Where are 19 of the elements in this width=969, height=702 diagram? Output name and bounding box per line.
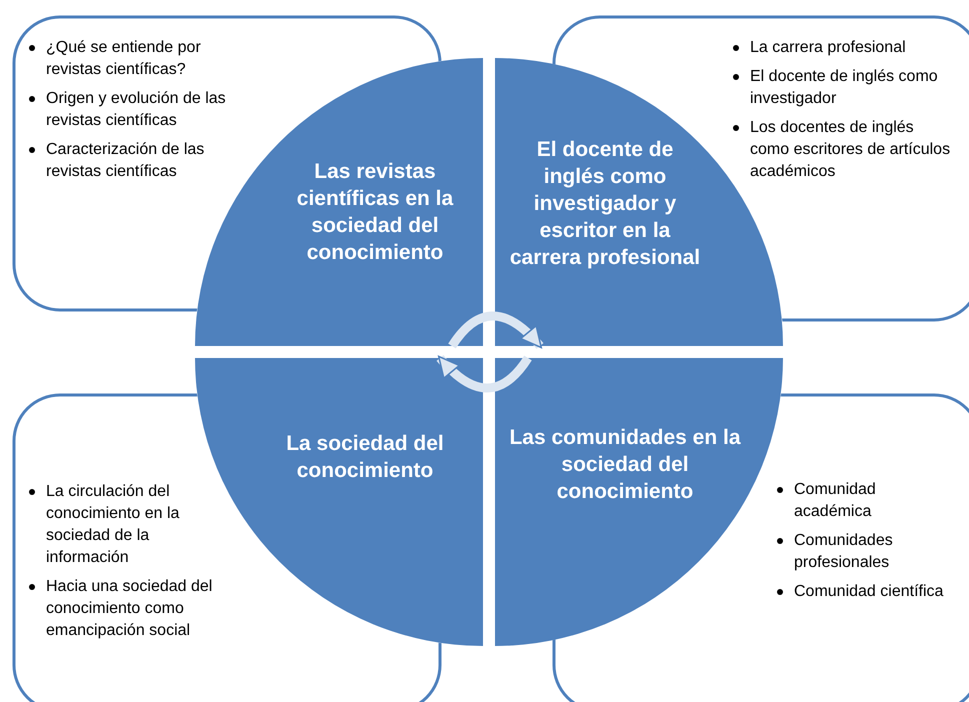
bullet-item: La circulación del conocimiento en la sociedad de la información <box>46 483 180 566</box>
bullet-item: Caracterización de las revistas científicas <box>46 141 204 180</box>
bullet-item: La carrera profesional <box>750 39 906 56</box>
quadrant-title: La sociedad del conocimiento <box>285 431 445 484</box>
topic-card <box>552 393 969 702</box>
bullet-item: Los docentes de inglés como escritores de artículos académicos <box>750 119 950 180</box>
bullet-item: El docente de inglés como investigador <box>750 68 938 107</box>
quadrant-title: Las revistas científicas en la sociedad del conocimiento <box>296 159 454 266</box>
cycle-arrow <box>448 312 544 350</box>
bullet-item: Hacia una sociedad del conocimiento como emancipación social <box>46 578 212 639</box>
bullet-item: Comunidad académica <box>794 481 876 520</box>
cycle-arrow <box>436 354 532 392</box>
quadrant-segment <box>495 358 783 646</box>
quadrant-title: Las comunidades en la sociedad del conocimiento <box>508 425 742 505</box>
bullet-item: Comunidades profesionales <box>794 532 893 571</box>
bullet-item: Origen y evolución de las revistas científicas <box>46 90 226 129</box>
bullet-item: ¿Qué se entiende por revistas científicas? <box>46 39 201 78</box>
bullet-item: Comunidad científica <box>794 583 944 600</box>
quadrant-title: El docente de inglés como investigador y escritor en la carrera profesional <box>508 137 702 271</box>
